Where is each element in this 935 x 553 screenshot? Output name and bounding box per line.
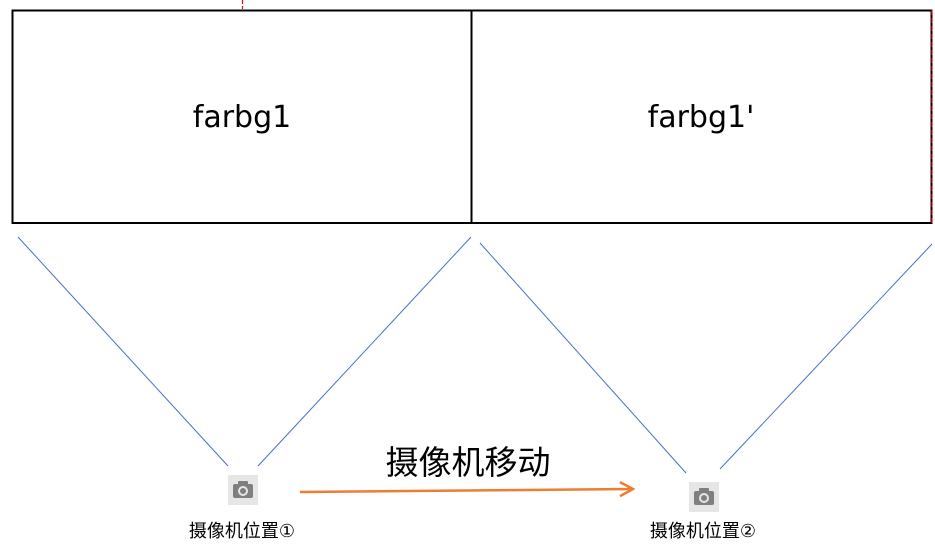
view-line-cam1-right [257, 236, 472, 467]
view-line-cam2-left [479, 242, 687, 474]
view-line-cam1-left [17, 236, 229, 467]
view-lines [17, 236, 933, 474]
camera-icon [689, 482, 719, 512]
movement-arrow [299, 489, 633, 492]
camera-movement: 摄像机移动 [299, 443, 633, 492]
panel-label-right: farbg1' [648, 100, 755, 135]
camera-icon-lens [240, 488, 246, 494]
camera-label-1: 摄像机位置① [189, 521, 295, 542]
panel-label-left: farbg1 [193, 100, 291, 135]
camera-icon [228, 475, 258, 505]
camera-label-2: 摄像机位置② [650, 521, 756, 542]
camera-position-1: 摄像机位置① [189, 475, 295, 542]
background-panels: farbg1 farbg1' [11, 9, 933, 224]
view-line-cam2-right [719, 243, 933, 470]
camera-icon-lens [701, 495, 707, 501]
camera-position-2: 摄像机位置② [650, 482, 756, 542]
movement-label: 摄像机移动 [386, 443, 551, 482]
